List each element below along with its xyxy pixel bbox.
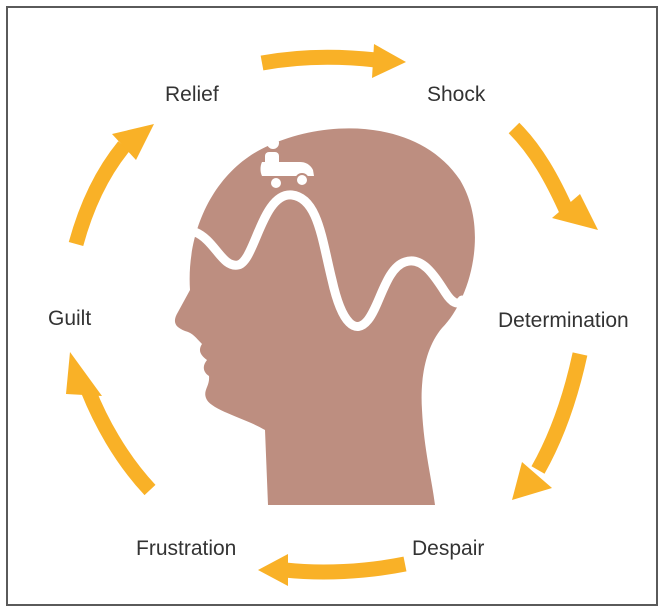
stage-relief-label: Relief (165, 84, 219, 105)
stage-determination-label: Determination (498, 310, 629, 331)
arrow-relief-to-shock (262, 57, 376, 63)
stage-shock-label: Shock (427, 84, 485, 105)
cycle-arrow-icon (258, 554, 288, 586)
cycle-arrow-icon (372, 44, 406, 78)
stage-despair-label: Despair (412, 538, 484, 559)
stage-frustration-label: Frustration (136, 538, 236, 559)
arrow-frustration-to-guilt (88, 390, 150, 490)
cycle-arrow-icon (66, 352, 102, 396)
stage-guilt-label: Guilt (48, 308, 91, 329)
arrow-despair-to-frustration (285, 564, 405, 572)
arrow-guilt-to-relief (76, 146, 124, 244)
head-silhouette-icon (175, 128, 475, 505)
arrow-shock-to-determination (514, 128, 568, 214)
arrow-determination-to-despair (538, 354, 580, 470)
